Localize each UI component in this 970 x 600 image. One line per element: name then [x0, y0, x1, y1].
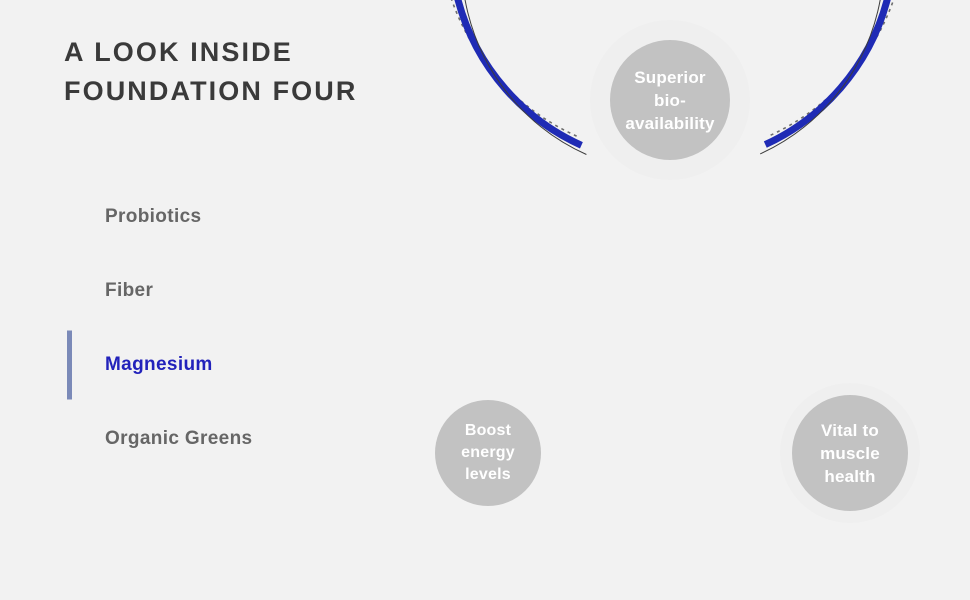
- node-disc: [435, 400, 541, 506]
- node-label: Vital to muscle health: [820, 420, 880, 486]
- node-disc: [792, 395, 908, 511]
- blue-accent-arc: [454, 0, 891, 149]
- left-content-panel: A LOOK INSIDE FOUNDATION FOUR Probiotics…: [0, 0, 430, 600]
- node-label: Superior bio- availability: [625, 67, 715, 133]
- inner-thin-line-arc: [464, 0, 881, 155]
- sidebar-item-label: Magnesium: [105, 354, 213, 375]
- benefit-node-vital-to-muscle-health[interactable]: Vital to muscle health: [780, 383, 920, 523]
- benefit-node-superior-bioavailability[interactable]: Superior bio- availability: [590, 20, 750, 180]
- node-disc: [610, 40, 730, 160]
- sidebar-item-label: Organic Greens: [105, 428, 253, 449]
- sidebar-item-magnesium[interactable]: Magnesium: [0, 328, 430, 402]
- node-label: Boost energy levels: [461, 422, 515, 483]
- circular-benefits-diagram: Superior bio- availability Boost energy …: [380, 0, 970, 600]
- sidebar-item-label: Probiotics: [105, 206, 202, 227]
- sidebar-item-probiotics[interactable]: Probiotics: [0, 180, 430, 254]
- ring-arcs-graphic: [450, 0, 895, 155]
- sidebar-item-label: Fiber: [105, 280, 154, 301]
- page-title: A LOOK INSIDE FOUNDATION FOUR: [64, 37, 358, 106]
- active-indicator-bar: [67, 330, 72, 400]
- benefit-node-boost-energy-levels[interactable]: Boost energy levels: [435, 400, 541, 506]
- sidebar-item-fiber[interactable]: Fiber: [0, 254, 430, 328]
- ingredient-menu: Probiotics Fiber Magnesium Organic Green…: [0, 180, 430, 476]
- sidebar-item-organic-greens[interactable]: Organic Greens: [0, 402, 430, 476]
